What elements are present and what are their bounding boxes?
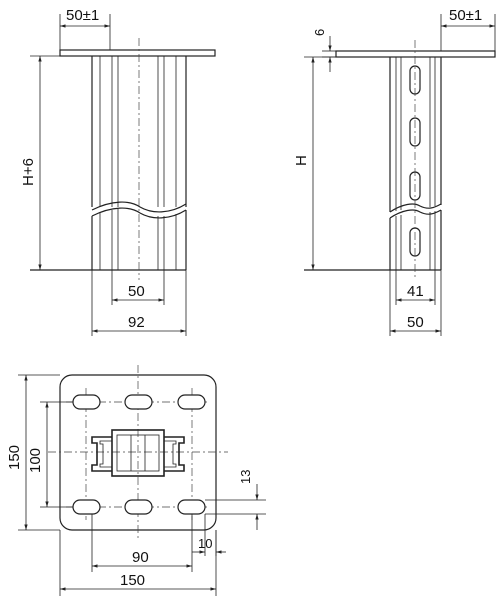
plan-slots-top-row xyxy=(72,394,206,410)
plan-slot xyxy=(124,394,153,410)
plan-dim-plate-height: 150 xyxy=(6,445,23,470)
plan-slot xyxy=(177,499,206,515)
plan-slot xyxy=(124,499,153,515)
side-profile-upper xyxy=(389,57,442,212)
front-top-flange xyxy=(59,49,216,57)
plan-slots-bottom-row xyxy=(72,499,206,515)
plan-dim-hole-spacing-horizontal: 90 xyxy=(132,549,149,566)
side-profile-lower xyxy=(389,210,442,270)
front-dim-inner-width: 50 xyxy=(128,283,145,300)
side-top-flange xyxy=(335,50,496,58)
side-dim-flange-thickness: 6 xyxy=(312,29,327,36)
side-dim-height: H xyxy=(293,155,310,166)
side-dim-outer-width: 50 xyxy=(407,314,424,331)
plan-dim-slot-width: 13 xyxy=(238,470,253,484)
side-break-line-top xyxy=(389,203,442,213)
plan-slot xyxy=(177,394,206,410)
plan-view: 150 100 13 90 10 150 xyxy=(6,365,266,596)
side-dim-inner-width: 41 xyxy=(407,283,424,300)
plan-slot xyxy=(72,499,101,515)
front-dim-height: H+6 xyxy=(20,158,37,186)
front-break-line-top xyxy=(91,201,187,213)
plan-profile-section xyxy=(91,429,185,477)
plan-dim-hole-spacing-vertical: 100 xyxy=(27,448,44,473)
front-dim-outer-width: 92 xyxy=(128,314,145,331)
front-profile-lower xyxy=(91,209,187,270)
front-dim-flange-width: 50±1 xyxy=(66,7,99,24)
plan-slot xyxy=(72,394,101,410)
front-profile-upper xyxy=(91,56,187,207)
plan-dim-plate-width: 150 xyxy=(120,572,145,589)
side-break-line-bottom xyxy=(389,209,442,219)
plan-dim-edge-offset: 10 xyxy=(198,536,212,551)
side-dim-flange-width: 50±1 xyxy=(449,7,482,24)
side-view: 50±1 6 H 41 50 xyxy=(293,7,496,336)
front-view: 50±1 H+6 50 92 xyxy=(20,7,216,336)
front-break-line-bottom xyxy=(91,207,187,219)
